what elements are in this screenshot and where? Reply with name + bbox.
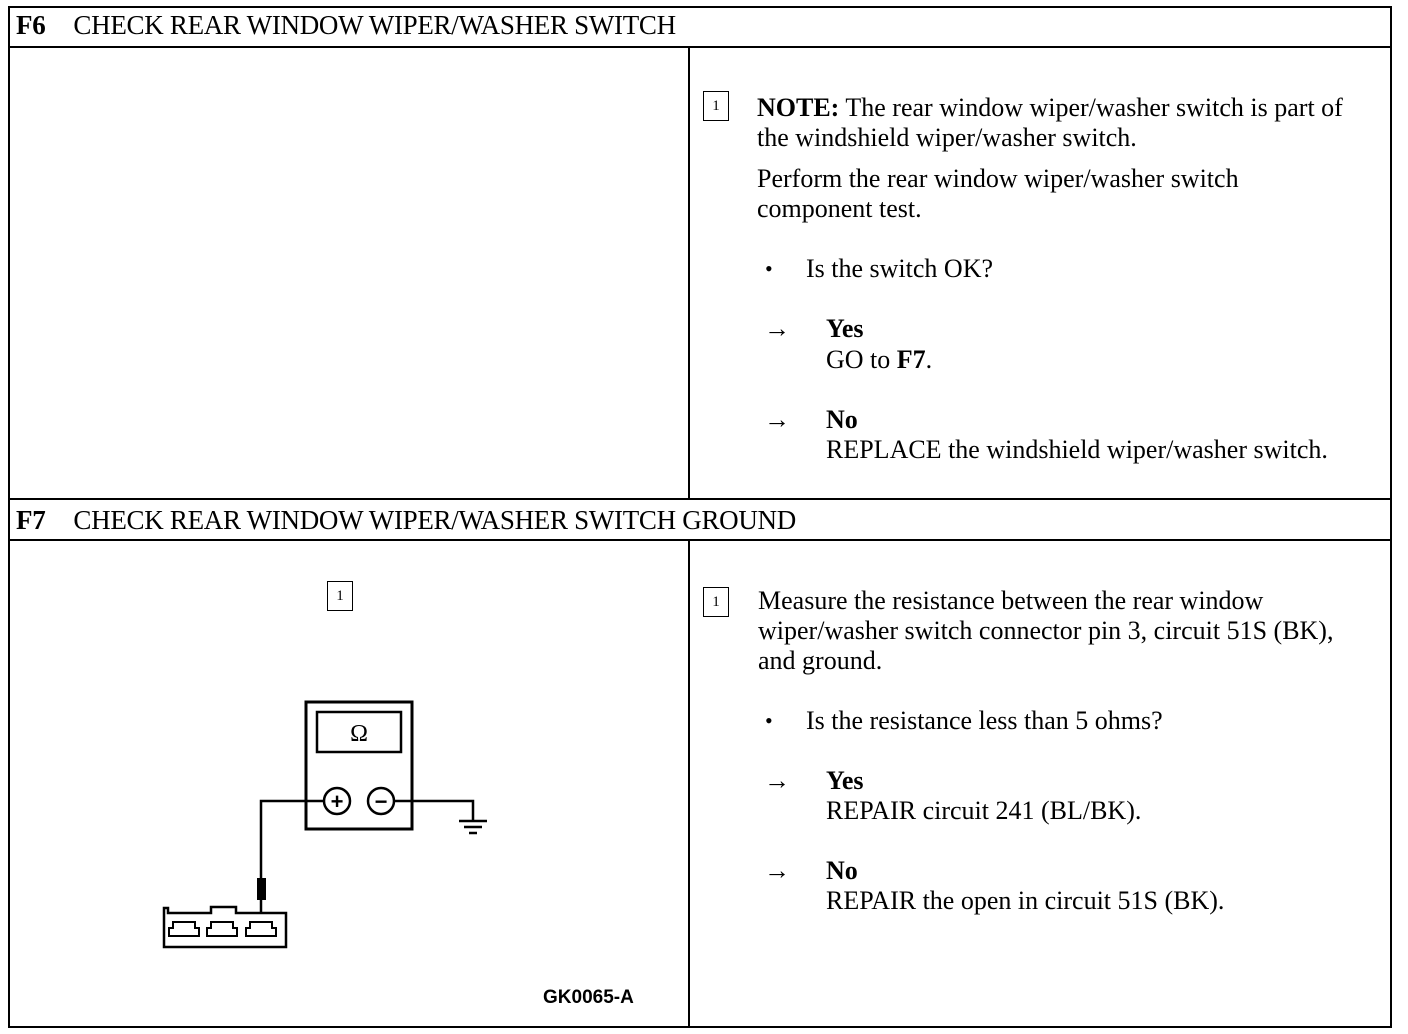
f6-yes-arrow: → xyxy=(764,314,790,343)
f6-yes-text: GO to F7. xyxy=(826,345,932,375)
f6-question-bullet: • xyxy=(765,256,773,281)
f6-no-arrow: → xyxy=(764,405,790,434)
positive-sign: + xyxy=(331,789,344,814)
f6-header: F6 CHECK REAR WINDOW WIPER/WASHER SWITCH xyxy=(16,10,676,41)
f6-yes-action: GO to xyxy=(826,345,897,374)
f6-yes-link[interactable]: F7 xyxy=(896,345,926,374)
f7-header-bottom-rule xyxy=(8,539,1392,541)
f6-step-number: 1 xyxy=(703,91,729,121)
f6-note: NOTE: The rear window wiper/washer switc… xyxy=(757,93,1367,153)
f6-no-text: REPLACE the windshield wiper/washer swit… xyxy=(826,435,1328,464)
f7-header: F7 CHECK REAR WINDOW WIPER/WASHER SWITCH … xyxy=(16,505,796,536)
f7-title: CHECK REAR WINDOW WIPER/WASHER SWITCH GR… xyxy=(73,505,796,535)
f6-step-id: F6 xyxy=(16,10,46,40)
f7-yes-arrow: → xyxy=(764,766,790,795)
f6-note-text: The rear window wiper/washer switch is p… xyxy=(757,93,1343,152)
ground-lead xyxy=(394,799,475,820)
f7-header-top-rule xyxy=(8,498,1392,500)
procedure-table xyxy=(8,6,1392,1028)
f7-question-bullet: • xyxy=(765,708,773,733)
f7-yes-text: REPAIR circuit 241 (BL/BK). xyxy=(826,796,1142,825)
f7-figure-step-number: 1 xyxy=(327,581,353,611)
f7-no-label: No xyxy=(826,856,858,885)
f6-note-label: NOTE: xyxy=(757,93,840,122)
f7-column-divider xyxy=(688,539,690,1028)
ohmmeter-diagram: Ω + − xyxy=(162,700,487,949)
f7-no-text: REPAIR the open in circuit 51S (BK). xyxy=(826,886,1225,915)
f7-question: Is the resistance less than 5 ohms? xyxy=(806,706,1163,735)
f7-yes-label: Yes xyxy=(826,766,864,795)
connector-pin-3 xyxy=(245,921,277,937)
probe-handle xyxy=(257,878,266,900)
figure-code: GK0065-A xyxy=(543,987,634,1008)
negative-sign: − xyxy=(375,789,388,814)
f7-instruction: Measure the resistance between the rear … xyxy=(758,586,1334,675)
f6-title: CHECK REAR WINDOW WIPER/WASHER SWITCH xyxy=(73,10,676,40)
f6-no-label: No xyxy=(826,405,858,434)
f7-step-number: 1 xyxy=(703,587,729,617)
f7-step-id: F7 xyxy=(16,505,46,535)
f6-yes-period: . xyxy=(925,345,933,374)
ohmmeter-display xyxy=(315,710,403,754)
f6-header-rule xyxy=(8,46,1392,48)
f6-column-divider xyxy=(688,46,690,498)
positive-lead xyxy=(259,799,324,880)
f7-no-arrow: → xyxy=(764,856,790,885)
f6-yes-label: Yes xyxy=(826,314,864,343)
connector-pin-1 xyxy=(168,921,200,937)
ohm-symbol: Ω xyxy=(350,721,368,747)
f6-instruction: Perform the rear window wiper/washer swi… xyxy=(757,164,1239,223)
connector-pin-2 xyxy=(206,921,238,937)
f6-question: Is the switch OK? xyxy=(806,254,994,283)
